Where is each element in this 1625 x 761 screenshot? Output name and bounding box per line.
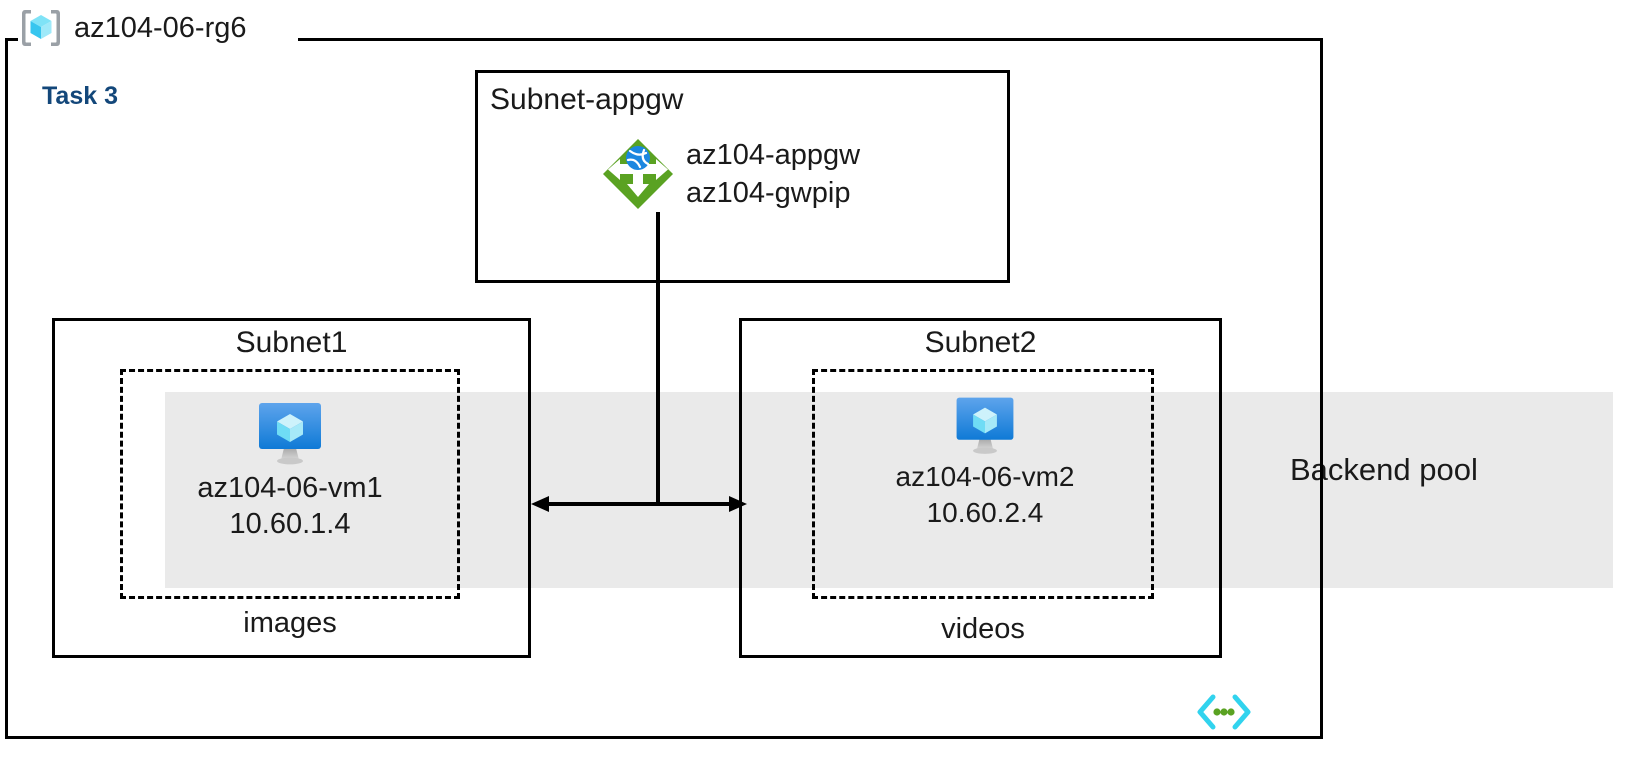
resource-group-frame: [5, 38, 1323, 739]
subnet-appgw-box: [475, 70, 1010, 283]
virtual-network-icon: [1196, 692, 1252, 732]
vm2-name: az104-06-vm2: [895, 461, 1075, 492]
appgw-resource-name: az104-appgw: [686, 139, 861, 171]
vm2-ip: 10.60.2.4: [926, 497, 1044, 528]
resource-group-title-gap: [18, 30, 298, 46]
resource-group-cube-icon: [18, 5, 64, 51]
subnet1-nic-label: images: [243, 607, 337, 639]
subnet2-nic-label: videos: [941, 613, 1025, 645]
subnet2-title: Subnet2: [924, 326, 1037, 359]
subnet2-box: [739, 318, 1222, 658]
vm1-block: az104-06-vm1 10.60.1.4: [165, 398, 415, 542]
application-gateway-icon: [600, 136, 676, 212]
subnet1-box: [52, 318, 531, 658]
vm1-name: az104-06-vm1: [197, 472, 383, 504]
appgw-pip-name: az104-gwpip: [686, 177, 851, 209]
virtual-machine-icon: [165, 398, 415, 470]
subnet1-nic-group: [120, 369, 460, 599]
subnet2-nic-group: [812, 369, 1154, 599]
resource-group-title: az104-06-rg6: [18, 5, 247, 51]
application-gateway-names: az104-appgw az104-gwpip: [686, 136, 860, 212]
subnet-appgw-title: Subnet-appgw: [490, 83, 684, 116]
task-label: Task 3: [42, 82, 118, 110]
vm2-block: az104-06-vm2 10.60.2.4: [860, 393, 1110, 531]
resource-group-name: az104-06-rg6: [74, 11, 247, 44]
vm1-ip: 10.60.1.4: [229, 508, 351, 540]
application-gateway-node: az104-appgw az104-gwpip: [600, 136, 860, 212]
backend-pool-band: [165, 392, 1613, 588]
virtual-machine-icon: [860, 393, 1110, 459]
subnet1-title: Subnet1: [235, 326, 348, 359]
